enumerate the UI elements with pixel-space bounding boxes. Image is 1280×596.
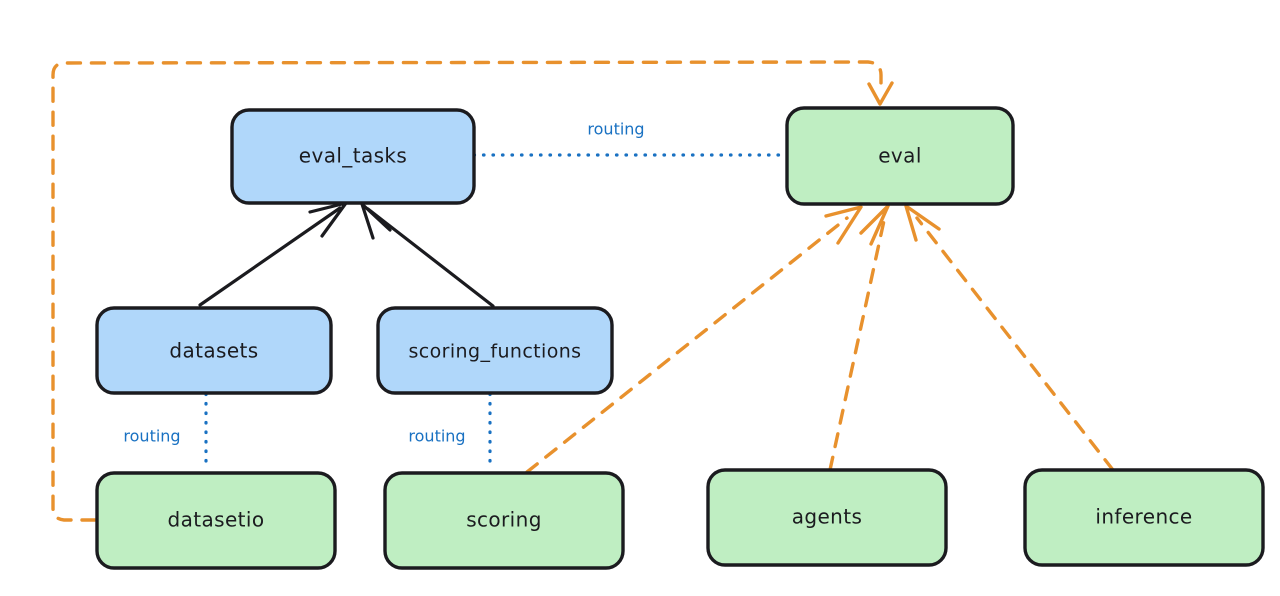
node-agents[interactable]: agents <box>706 468 948 567</box>
node-inference-label: inference <box>1095 505 1192 529</box>
node-eval[interactable]: eval <box>785 106 1015 206</box>
edge-datasetio-to-eval <box>51 60 894 522</box>
node-datasets-label: datasets <box>169 339 258 363</box>
node-eval-tasks[interactable]: eval_tasks <box>230 108 476 205</box>
node-scoring-label: scoring <box>466 508 542 532</box>
node-datasets[interactable]: datasets <box>95 306 333 395</box>
node-eval-shape[interactable] <box>785 106 1015 206</box>
node-eval-tasks-label: eval_tasks <box>299 144 407 168</box>
node-agents-shape[interactable] <box>706 468 948 567</box>
node-eval-tasks-shape[interactable] <box>230 108 476 205</box>
node-scoring-functions-label: scoring_functions <box>409 341 582 363</box>
node-datasetio[interactable]: datasetio <box>95 471 337 570</box>
node-datasets-shape[interactable] <box>95 306 333 395</box>
node-eval-label: eval <box>878 144 922 168</box>
node-scoring-shape[interactable] <box>383 471 625 570</box>
edge-inference-to-eval <box>904 204 1115 472</box>
node-scoring[interactable]: scoring <box>383 471 625 570</box>
edge-label-routing-eval: routing <box>587 120 644 139</box>
node-scoring-functions[interactable]: scoring_functions <box>376 306 614 395</box>
edge-datasets-to-eval-tasks <box>198 201 348 307</box>
node-datasetio-shape[interactable] <box>95 471 337 570</box>
node-inference-shape[interactable] <box>1023 468 1265 567</box>
edge-scoring-functions-to-eval-tasks <box>360 202 495 308</box>
node-agents-label: agents <box>792 505 863 529</box>
edge-label-routing-scoring: routing <box>408 427 465 446</box>
node-inference[interactable]: inference <box>1023 468 1265 567</box>
edge-agents-to-eval <box>828 204 890 472</box>
edge-datasets-to-datasetio: routing <box>123 392 208 472</box>
edge-label-routing-datasetio: routing <box>123 427 180 446</box>
edge-scoring-to-eval <box>525 205 863 474</box>
node-scoring-functions-shape[interactable] <box>376 306 614 395</box>
edge-eval-tasks-to-eval: routing <box>472 120 787 157</box>
node-datasetio-label: datasetio <box>167 508 264 532</box>
edge-scoring-functions-to-scoring: routing <box>408 392 492 472</box>
